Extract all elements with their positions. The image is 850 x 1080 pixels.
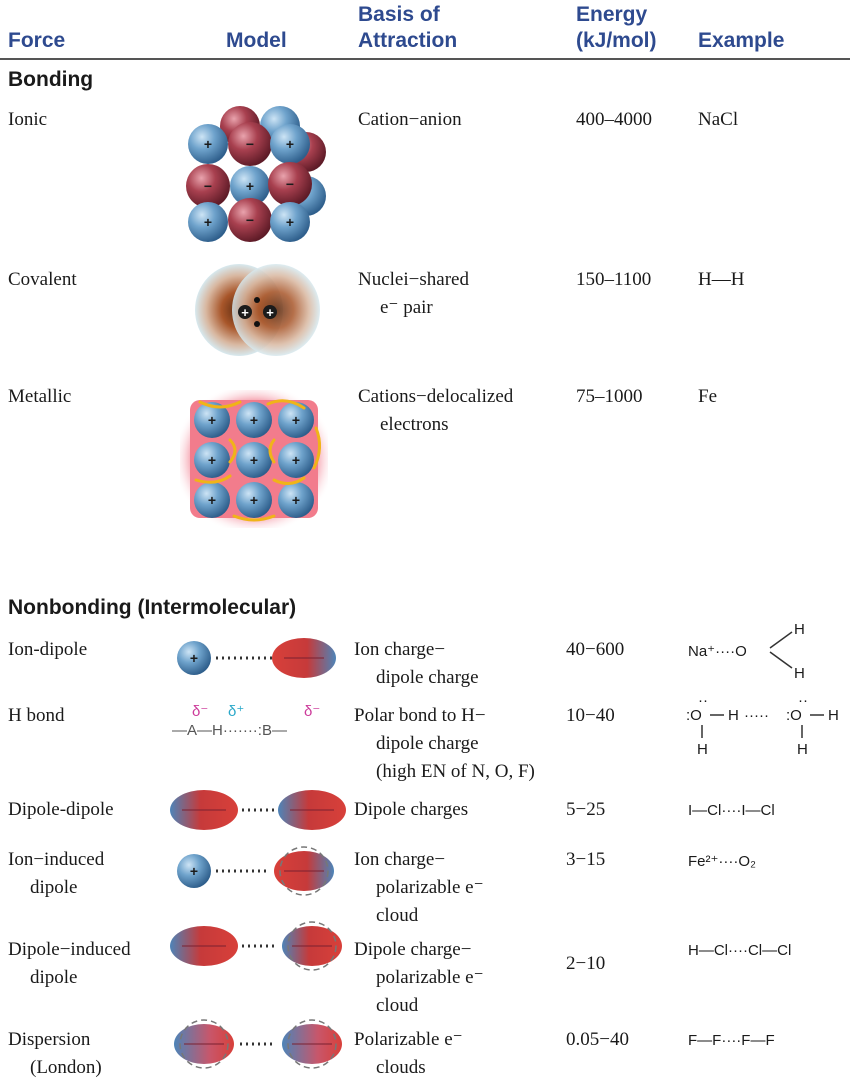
dipole-induced-dipole-model [170,921,342,971]
svg-text:+: + [190,863,198,879]
row-metallic-force: Metallic [8,386,72,407]
water-h-bonds-icon: H H [769,621,805,682]
row-ion-induced-force: Ion−induced dipole [8,849,105,898]
row-dispersion-example: F—F····F—F [688,1032,775,1049]
header-force: Force [8,29,66,52]
row-ion-induced-example: Fe²⁺····O₂ [688,853,756,870]
row-ionic-basis: Cation−anion [358,109,462,130]
row-dipole-induced-basis: Dipole charge− polarizable e⁻ cloud [354,939,484,1016]
svg-text:+: + [208,412,216,428]
row-ion-induced-energy: 3−15 [566,849,606,870]
svg-text:+: + [246,178,254,194]
row-dispersion-force: Dispersion (London) [8,1029,102,1078]
header-energy: Energy (kJ/mol) [576,3,657,52]
svg-text:H: H [794,665,805,682]
covalent-model: + + [195,264,320,356]
svg-text:−: − [246,136,254,152]
row-ionic-force: Ionic [8,109,48,130]
row-ion-dipole-basis: Ion charge− dipole charge [354,639,479,688]
row-h-bond-energy: 10−40 [566,705,615,726]
svg-text::O: :O [686,707,702,724]
svg-text:+: + [250,492,258,508]
ion-induced-dipole-model: + [177,846,334,896]
row-dipole-dipole-force: Dipole-dipole [8,799,114,820]
row-metallic-example: Fe [698,386,717,407]
header-model: Model [226,29,287,52]
svg-text:H: H [728,707,739,724]
header-basis: Basis of Attraction [358,3,458,52]
svg-text:+: + [204,136,212,152]
h-bond-model: δ⁻ δ⁺ δ⁻ —A—H·······:B— [172,702,342,750]
row-dispersion-energy: 0.05−40 [566,1029,629,1050]
delta-minus-a: δ⁻ [192,703,209,720]
row-covalent-example: H—H [698,269,745,290]
svg-text:··: ·· [798,692,808,709]
delta-minus-b: δ⁻ [304,703,321,720]
row-ionic-energy: 400–4000 [576,109,652,130]
svg-text:·····: ····· [744,707,769,724]
row-dipole-dipole-example: I—Cl····I—Cl [688,802,775,819]
svg-text:−: − [246,212,254,228]
row-h-bond-basis: Polar bond to H− dipole charge (high EN … [354,705,535,782]
svg-text:−: − [286,176,294,192]
svg-text::O: :O [786,707,802,724]
svg-text:+: + [190,650,198,666]
svg-text:+: + [208,492,216,508]
svg-text:+: + [241,305,249,320]
row-dispersion-basis: Polarizable e⁻ clouds [354,1029,463,1078]
section-nonbonding: Nonbonding (Intermolecular) [8,596,297,619]
svg-text:H: H [797,741,808,758]
section-bonding: Bonding [8,68,94,91]
row-ion-dipole-force: Ion-dipole [8,639,88,660]
svg-text:+: + [250,412,258,428]
header-rule [0,58,850,60]
row-h-bond-force: H bond [8,705,65,726]
row-ionic-example: NaCl [698,109,739,130]
svg-text:−: − [204,178,212,194]
ion-dipole-model: + [177,638,336,678]
row-covalent-energy: 150–1100 [576,269,652,290]
svg-text:H: H [697,741,708,758]
row-dipole-induced-energy: 2−10 [566,953,606,974]
row-dipole-dipole-energy: 5−25 [566,799,606,820]
svg-text:+: + [286,136,294,152]
delta-plus-h: δ⁺ [228,703,245,720]
svg-text:+: + [292,492,300,508]
svg-text:H: H [794,621,805,638]
svg-text:+: + [204,214,212,230]
dipole-dipole-model [170,790,346,830]
svg-text:+: + [250,452,258,468]
h-bond-formula: —A—H·······:B— [172,722,287,739]
h-bond-example-icon: :O·· H ····· :O·· H H H [686,692,839,758]
row-covalent-force: Covalent [8,269,77,290]
row-ion-induced-basis: Ion charge− polarizable e⁻ cloud [354,849,484,926]
row-dipole-induced-force: Dipole−induced dipole [8,939,131,988]
svg-text:+: + [266,305,274,320]
row-ion-dipole-example: Na⁺····O [688,643,747,660]
row-metallic-energy: 75–1000 [576,386,643,407]
row-dipole-dipole-basis: Dipole charges [354,799,469,820]
row-covalent-basis: Nuclei−shared e⁻ pair [358,269,469,318]
row-metallic-basis: Cations−delocalized electrons [358,386,514,435]
svg-text:+: + [292,412,300,428]
header-example: Example [698,29,785,52]
svg-text:··: ·· [698,692,708,709]
svg-text:+: + [292,452,300,468]
svg-text:+: + [208,452,216,468]
dispersion-model [174,1019,342,1069]
row-ion-dipole-energy: 40−600 [566,639,625,660]
ionic-lattice-model: + − + − + − + − + [186,106,326,242]
svg-text:H: H [828,707,839,724]
svg-text:+: + [286,214,294,230]
metallic-model: + + + + + + + + + [180,390,328,528]
row-dipole-induced-example: H—Cl····Cl—Cl [688,942,792,959]
